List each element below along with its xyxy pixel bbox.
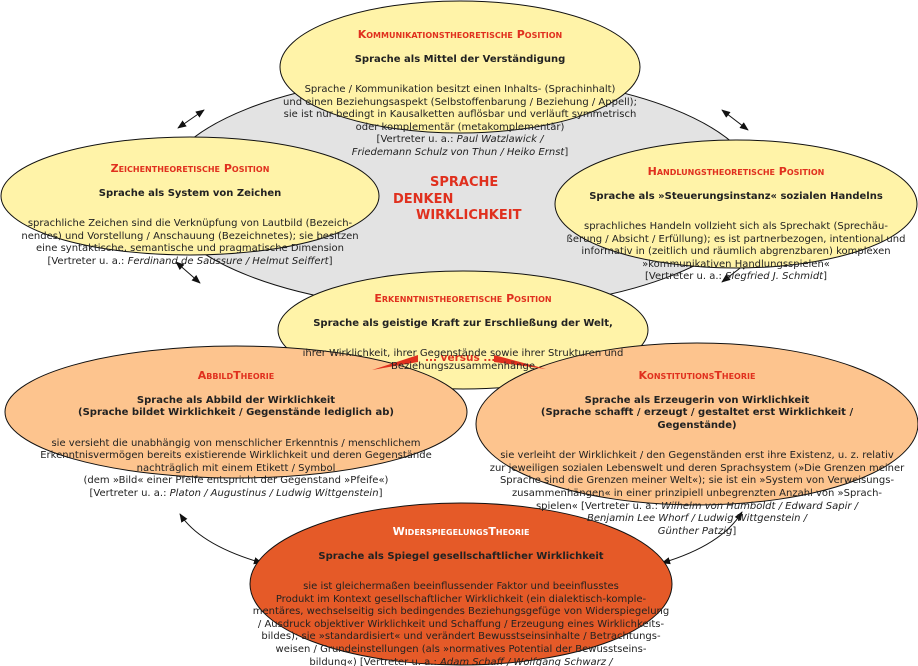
ellipse-handlung [554,139,918,269]
node-body: sie verleiht der Wirklichkeit / den Gege… [489,450,905,512]
center-label-wirklichkeit: WIRKLICHKEIT [416,208,522,223]
versus-wedge-right [494,355,546,369]
node-title: Handlungstheoretische Position [647,164,825,178]
bracket: ] [378,487,383,499]
arrow-konstitution-widerspiegelung [661,511,743,565]
node-representatives: Adam Schaff / Wolfgang Schwarz / Feminis… [440,656,613,666]
node-subtitle: Sprache als Abbild der Wirklichkeit (Spr… [78,394,394,419]
bracket: ] [564,146,569,158]
versus-wedge-left [372,355,418,370]
node-representatives: Wilhelm von Humboldt / Edward Sapir / Be… [586,500,859,537]
node-representatives: Siegfried J. Schmidt [725,271,824,283]
ellipse-kommunikation [279,0,641,134]
node-body: sprachliche Zeichen sind die Verknüpfung… [21,217,359,267]
versus-label: ... versus ... [425,352,496,364]
bracket: ] [328,255,333,267]
node-handlung: Handlungstheoretische Position Sprache a… [556,153,916,284]
bracket: ] [823,271,827,283]
node-body: Sprache / Kommunikation besitzt einen In… [283,83,637,146]
ellipse-zeichen [0,136,380,256]
ellipse-abbild [4,345,468,479]
node-title: WiderspiegelungsTheorie [392,524,530,538]
node-abbild: AbbildTheorie Sprache als Abbild der Wir… [8,357,464,501]
node-representatives: Paul Watzlawick / Friedemann Schulz von … [351,134,565,158]
node-title: Erkenntnistheoretische Position [374,291,552,305]
node-subtitle: Sprache als Spiegel gesellschaftlicher W… [318,550,604,562]
center-label-denken: DENKEN [393,192,454,207]
arrow-abbild-widerspiegelung [179,513,263,565]
node-title: Zeichentheoretische Position [110,161,270,175]
node-body: sprachliches Handeln vollzieht sich als … [566,220,906,283]
ellipse-konstitution [475,342,918,506]
node-zeichen: Zeichentheoretische Position Sprache als… [5,150,375,268]
arrow-left-bottom [175,261,201,284]
node-subtitle: Sprache als System von Zeichen [98,187,282,199]
node-title: Kommunikationstheoretische Position [357,27,563,41]
node-title: KonstitutionsTheorie [638,368,756,382]
node-subtitle: Sprache als Erzeugerin von Wirklichkeit … [540,394,854,431]
node-representatives: Ferdinand de Saussure / Helmut Seiffert [127,255,329,267]
node-body: ihrer Wirklichkeit, ihrer Gegenstände so… [302,347,624,372]
node-title: AbbildTheorie [197,368,275,382]
node-konstitution: KonstitutionsTheorie Sprache als Erzeuge… [478,357,916,538]
ellipse-widerspiegelung [249,502,673,666]
node-body: sie ist gleichermaßen beeinflussender Fa… [252,580,670,666]
bracket: ] [732,525,737,537]
node-kommunikation: Kommunikationstheoretische Position Spra… [280,16,640,160]
node-subtitle: Sprache als Mittel der Verständigung [354,53,566,65]
center-label-sprache: SPRACHE [430,175,499,190]
node-subtitle: Sprache als geistige Kraft zur Erschließ… [313,317,613,329]
node-erkenntnis: Erkenntnistheoretische Position Sprache … [280,280,646,373]
node-widerspiegelung: WiderspiegelungsTheorie Sprache als Spie… [252,513,670,666]
node-representatives: Platon / Augustinus / Ludwig Wittgenstei… [169,487,379,499]
node-subtitle: Sprache als »Steuerungsinstanz« sozialen… [589,190,883,202]
arrow-left-top [177,109,205,129]
arrow-right-top [721,109,749,131]
node-body: sie versieht die unabhängig von menschli… [40,437,432,499]
